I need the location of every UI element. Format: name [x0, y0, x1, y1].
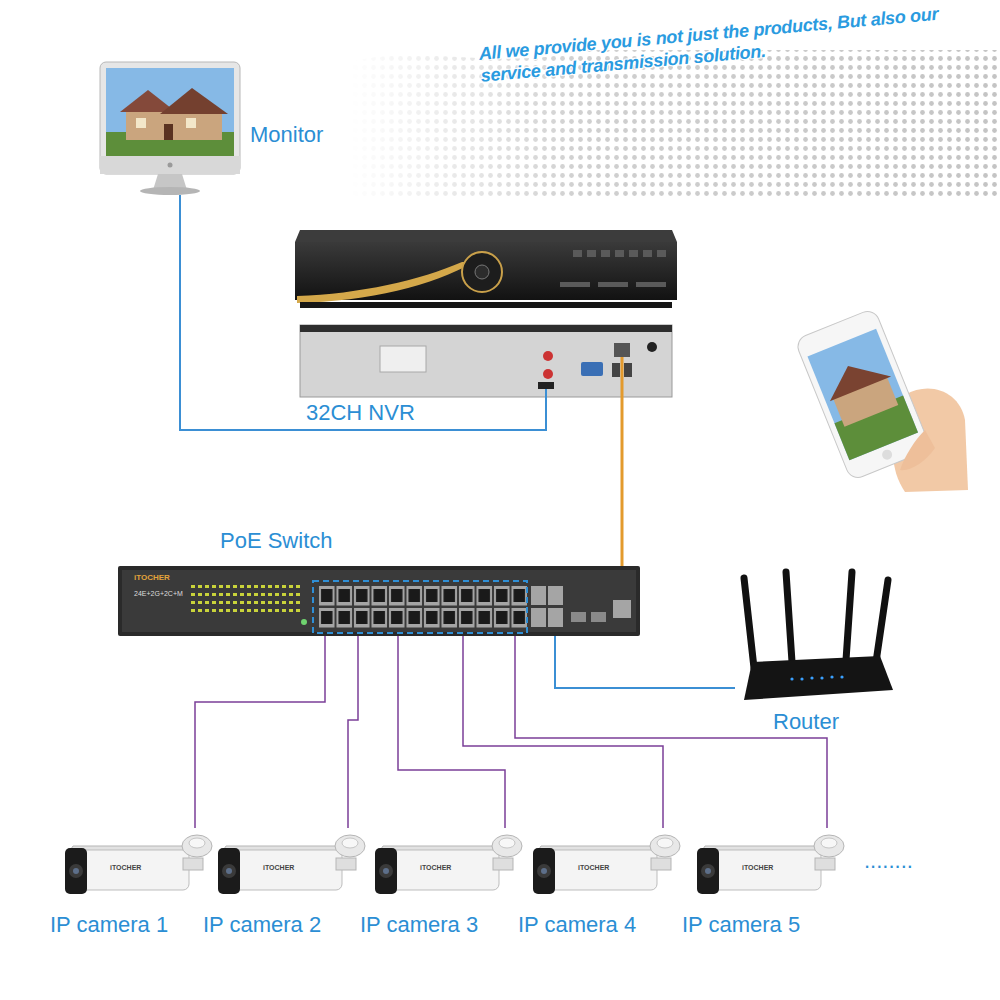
brand-mark: iTOCHER — [420, 864, 451, 872]
thumb — [900, 430, 935, 470]
switch-front — [122, 570, 636, 632]
router-body — [744, 656, 893, 700]
device-label: 32CH NVR — [306, 400, 415, 425]
cable-connector — [555, 636, 735, 688]
nvr-back-top — [300, 325, 672, 332]
uplink-port — [531, 608, 546, 627]
router-illustration — [744, 572, 893, 700]
device-label: PoE Switch — [220, 528, 333, 553]
monitor-node: Monitor — [100, 62, 240, 195]
bullet-camera — [65, 835, 212, 894]
screen-house — [126, 110, 222, 140]
hdmi-lead — [545, 389, 547, 398]
device-label: Router — [773, 709, 839, 734]
vga-port — [581, 362, 603, 376]
audio-port — [543, 369, 553, 379]
bullet-camera — [697, 835, 844, 894]
bullet-camera — [375, 835, 522, 894]
antenna — [744, 578, 754, 668]
cable-connector — [195, 636, 325, 828]
console-port — [613, 600, 631, 618]
camera-node: IP camera 1 — [65, 828, 210, 898]
device-label: IP camera 4 — [518, 912, 636, 937]
sfp-port — [591, 612, 606, 622]
cable-connector — [398, 636, 505, 828]
phone-screen — [807, 329, 918, 461]
monitor-logo — [168, 163, 173, 168]
phone-illustration — [794, 308, 968, 492]
router-node: Router — [735, 568, 893, 703]
audio-port — [543, 351, 553, 361]
antenna — [846, 572, 852, 660]
model-code: 24E+2G+2C+M — [134, 590, 183, 598]
antenna — [786, 572, 792, 662]
camera-node: IP camera 4 — [533, 828, 678, 898]
poe-ports — [318, 585, 528, 629]
nvr-gold-stripe — [297, 262, 474, 303]
lan-lead — [621, 357, 624, 398]
bullet-camera — [533, 835, 680, 894]
cable-connector — [348, 636, 358, 828]
cable-connector — [180, 195, 546, 430]
switch-body — [118, 566, 640, 636]
power-port — [647, 342, 657, 352]
nvr-dial-center — [475, 265, 489, 279]
brand-mark: iTOCHER — [263, 864, 294, 872]
bullet-camera — [218, 835, 365, 894]
phone-button — [881, 448, 894, 461]
screen-roof — [160, 88, 228, 114]
device-label: IP camera 3 — [360, 912, 478, 937]
lan-port — [614, 343, 630, 357]
device-label: IP camera 5 — [682, 912, 800, 937]
nvr-illustration — [295, 230, 677, 398]
device-label: IP camera 2 — [203, 912, 321, 937]
cable-connector — [463, 636, 663, 828]
nvr-buttons — [560, 250, 666, 287]
hdmi-port — [538, 382, 554, 389]
uplink-port — [548, 608, 563, 627]
brand-mark: iTOCHER — [742, 864, 773, 872]
monitor-illustration — [100, 62, 240, 195]
uplink-port — [548, 586, 563, 605]
switch-illustration — [118, 566, 640, 636]
halftone-band — [350, 50, 1000, 198]
usb-port — [612, 363, 620, 377]
brand-mark: iTOCHER — [110, 864, 141, 872]
camera-node: IP camera 5 — [697, 828, 842, 898]
nvr-dial — [462, 252, 502, 292]
antenna — [876, 580, 888, 662]
nvr-top — [295, 230, 677, 242]
port-group-bracket — [313, 581, 527, 633]
monitor-screen — [106, 68, 234, 156]
camera-node: IP camera 3 — [375, 828, 520, 898]
screen-window — [136, 118, 146, 128]
monitor-chin — [100, 156, 240, 174]
usb-port — [624, 363, 632, 377]
power-led — [301, 619, 307, 625]
nvr-back — [300, 325, 672, 397]
brand-mark: iTOCHER — [134, 573, 170, 583]
uplink-port — [531, 586, 546, 605]
switch-leds — [190, 583, 302, 617]
router-leds — [790, 675, 843, 680]
brand-mark: iTOCHER — [578, 864, 609, 872]
cable-connector — [621, 398, 624, 566]
poe-switch-node: PoE Switch — [118, 566, 640, 636]
sfp-port — [571, 612, 586, 622]
nvr-node: 32CH NVR — [296, 225, 676, 398]
screen-window — [186, 118, 196, 128]
monitor-frame — [100, 62, 240, 174]
monitor-base — [140, 187, 200, 195]
screen-door — [164, 124, 173, 140]
device-label: Monitor — [250, 122, 323, 147]
nvr-sticker — [380, 346, 426, 372]
device-label: IP camera 1 — [50, 912, 168, 937]
nvr-lip — [300, 302, 672, 308]
continuation-dots: ........ — [864, 848, 913, 874]
phone-roof — [820, 352, 891, 401]
camera-node: IP camera 2 — [218, 828, 363, 898]
